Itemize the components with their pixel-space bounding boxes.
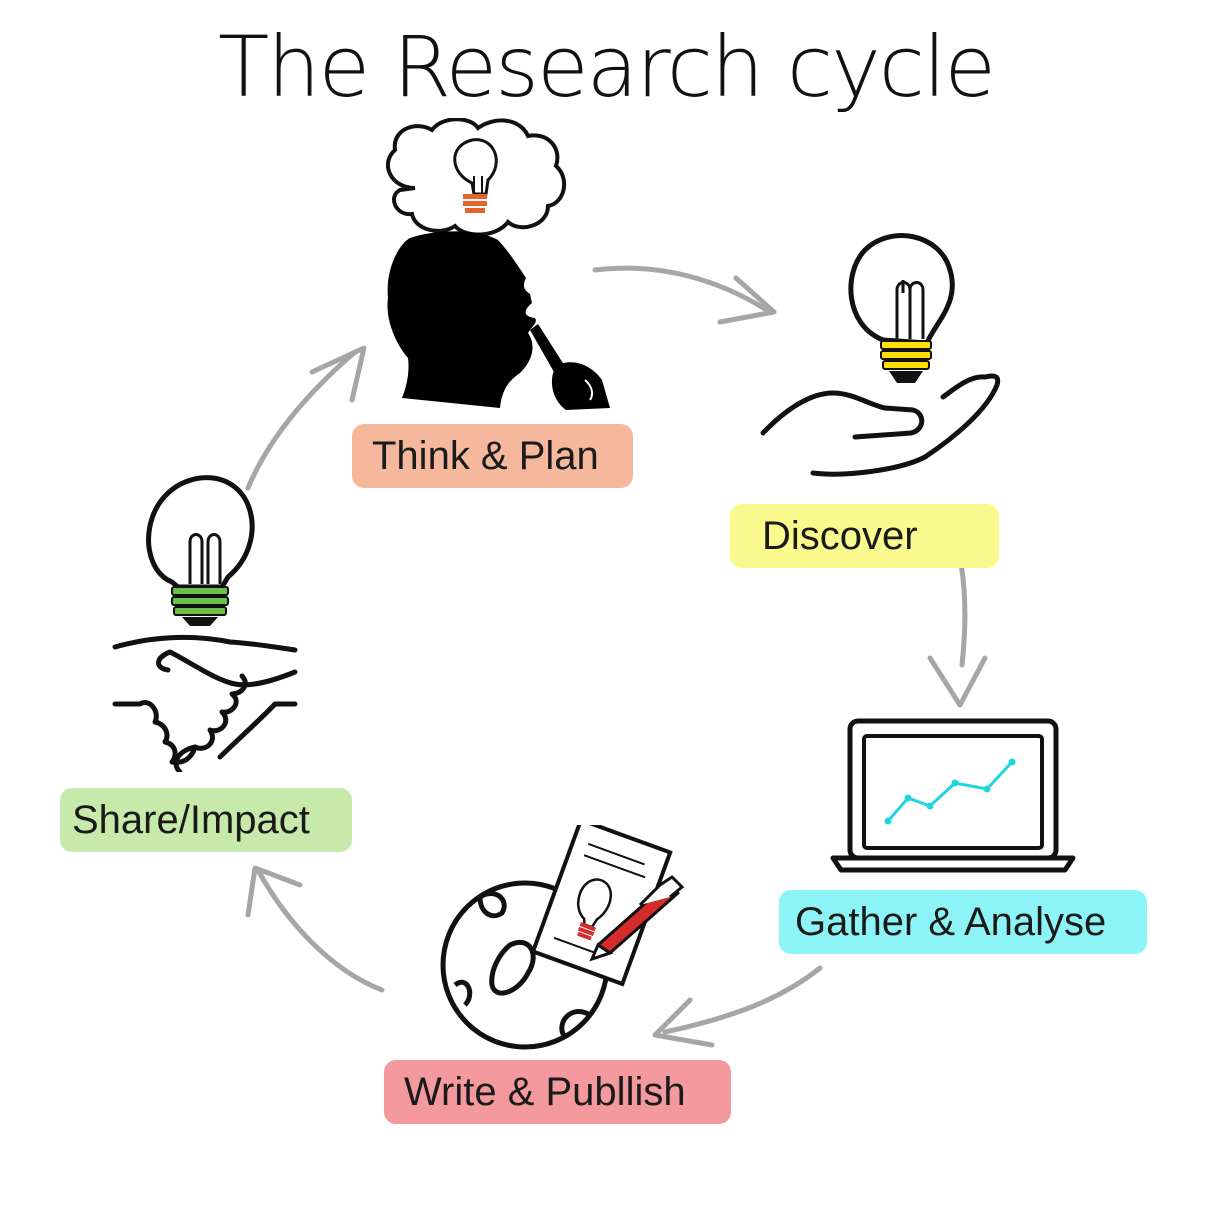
paper — [530, 825, 673, 987]
handshake — [112, 634, 298, 772]
handshake-lightbulb-icon — [112, 475, 298, 772]
step-discover: Discover — [730, 504, 999, 568]
arrow-write-to-share — [245, 865, 385, 993]
line-chart — [886, 760, 1014, 822]
arrow-gather-to-write — [652, 965, 823, 1048]
step-share-impact: Share/Impact — [60, 788, 352, 852]
laptop-chart-icon — [830, 718, 1076, 873]
step-gather-analyse: Gather & Analyse — [779, 890, 1147, 954]
step-think-plan: Think & Plan — [352, 424, 633, 488]
thinking-head-lightbulb-icon — [385, 118, 610, 410]
cloud-bulb — [453, 138, 498, 213]
hand-lightbulb-icon — [760, 233, 1001, 477]
globe-paper-pen-icon — [440, 825, 685, 1050]
pen-and-hand — [530, 324, 610, 410]
head-silhouette — [387, 231, 536, 408]
arrow-think-to-discover — [592, 265, 777, 325]
diagram-title: The Research cycle — [217, 18, 996, 116]
arrow-share-to-think — [245, 345, 367, 491]
lightbulb — [146, 475, 255, 590]
pen — [589, 875, 685, 962]
open-hand — [760, 373, 1001, 477]
step-write-publish: Write & Publlish — [384, 1060, 731, 1124]
lightbulb — [848, 233, 955, 346]
